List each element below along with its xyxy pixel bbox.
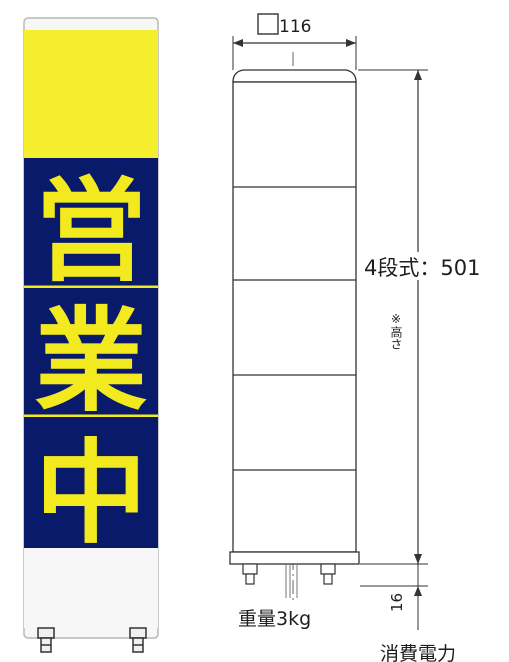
sign-tier-3 <box>24 417 158 548</box>
tower-base <box>24 548 158 628</box>
sign-char-1: 営 <box>35 167 147 297</box>
yellow-top-panel <box>24 30 158 158</box>
bolt-left <box>37 627 55 653</box>
width-arrow-left-icon <box>233 39 243 47</box>
height-label-bg <box>362 252 492 280</box>
sign-char-2: 業 <box>35 297 147 427</box>
height-label: 4段式：501 <box>364 256 480 280</box>
base-height-label: 16 <box>388 593 406 612</box>
sign-tier-1 <box>24 158 158 287</box>
width-label: 116 <box>279 17 311 37</box>
sign-char-3: 中 <box>35 429 147 559</box>
cable-lines <box>285 564 298 598</box>
drawing-bolt-left <box>242 563 258 585</box>
weight-label: 重量3kg <box>238 608 311 630</box>
vertical-note: ※高さ <box>389 312 403 350</box>
tower-body-outline <box>232 81 357 553</box>
height-arrow-bottom-icon <box>414 554 422 564</box>
width-arrow-right-icon <box>346 39 356 47</box>
sign-tier-2 <box>24 288 158 416</box>
signal-tower-photo: 営 業 中 <box>23 17 159 653</box>
technical-drawing: 116 <box>229 13 492 662</box>
base-arrow-icon <box>414 586 422 596</box>
drawing-bolt-right <box>320 563 336 585</box>
bolt-right <box>129 627 147 653</box>
drawing-base <box>229 551 360 565</box>
square-symbol-icon <box>257 13 279 35</box>
power-label: 消費電力 <box>380 643 456 662</box>
tower-top-cap <box>232 69 357 83</box>
height-arrow-top-icon <box>414 70 422 80</box>
